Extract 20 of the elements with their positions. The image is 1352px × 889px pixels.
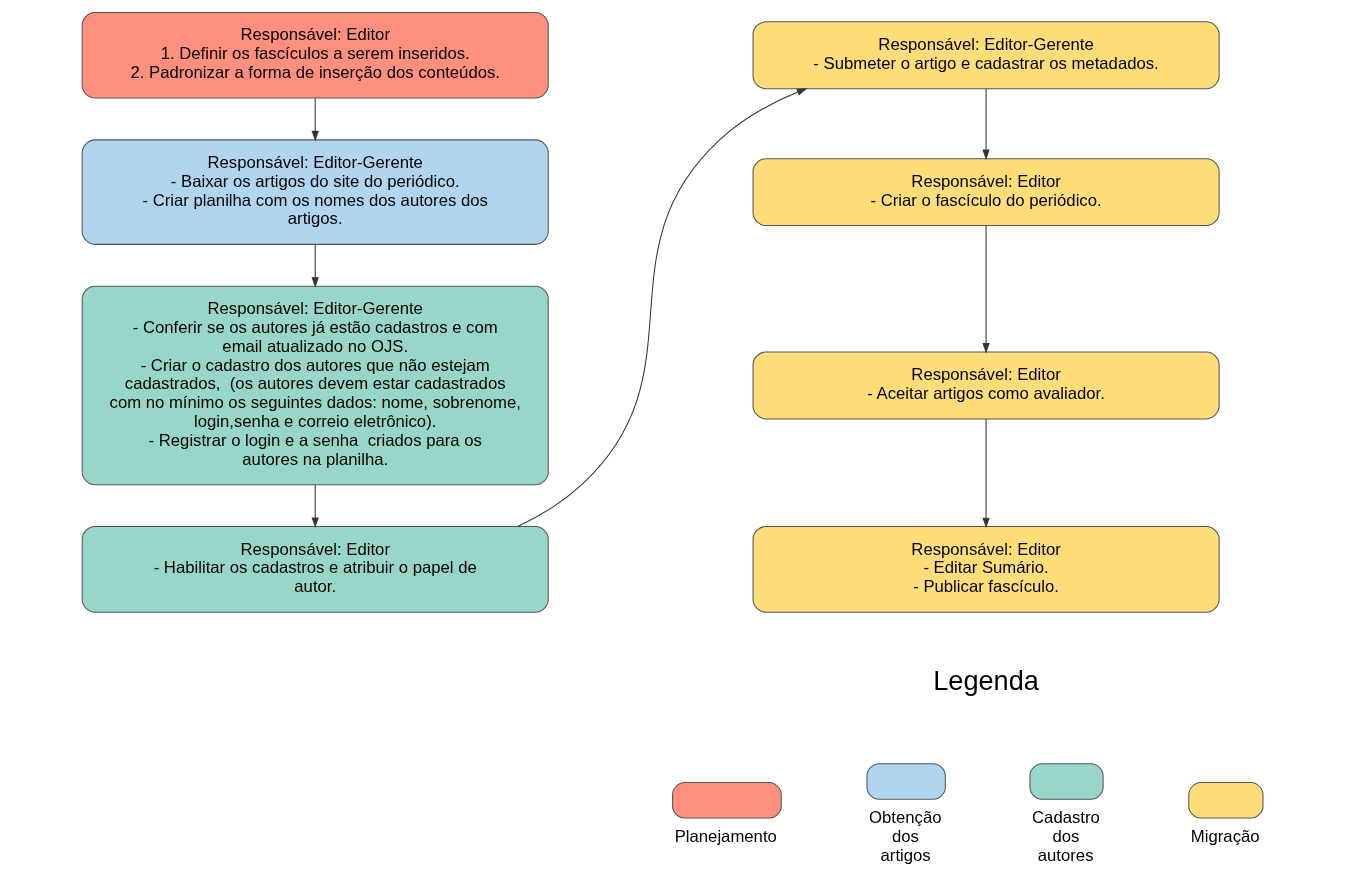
legend-label: Planejamento [674, 826, 777, 846]
arrow [981, 225, 990, 354]
node-box: Responsável: Editor - Habilitar os cadastros e atribuir o papel de autor. [81, 526, 549, 613]
arrow [516, 88, 807, 527]
label: Legenda [932, 665, 1039, 697]
node-box: Responsável: Editor 1. Definir os fascículos a serem inseridos. 2. Padronizar a forma de inserção dos conteúdos. [81, 11, 549, 99]
arrow [311, 97, 319, 142]
node-box: Responsável: Editor - Aceitar artigos como avaliador. [752, 351, 1220, 420]
node-box: Responsável: Editor - Editar Sumário. - Publicar fascículo. [752, 526, 1220, 613]
arrow [981, 418, 990, 529]
node-box: Responsável: Editor-Gerente - Submeter o artigo e cadastrar os metadados. [752, 21, 1220, 90]
arrow [311, 243, 319, 288]
node-box: Responsável: Editor-Gerente - Conferir se os autores já estão cadastros e com email atualizado no OJS. - Criar o cadastro dos autores que não estejam cadastrados, (os autores devem estar cadastrados com no mínimo os seguintes dados: nome, sobrenome, login,senha e correio eletrônico). - Registrar o login e a senha criados para os autores na planilha. [81, 285, 549, 486]
arrow [981, 88, 990, 160]
legend-label: Migração [1190, 826, 1260, 846]
arrow [311, 484, 319, 528]
legend-label: Obtenção dos artigos [868, 808, 941, 865]
node-box: Responsável: Editor - Criar o fascículo do periódico. [752, 158, 1220, 227]
legend-label: Cadastro dos autores [1031, 808, 1100, 865]
node-box: Responsável: Editor-Gerente - Baixar os artigos do site do periódico. - Criar planilha com os nomes dos autores dos artigos. [81, 139, 549, 245]
